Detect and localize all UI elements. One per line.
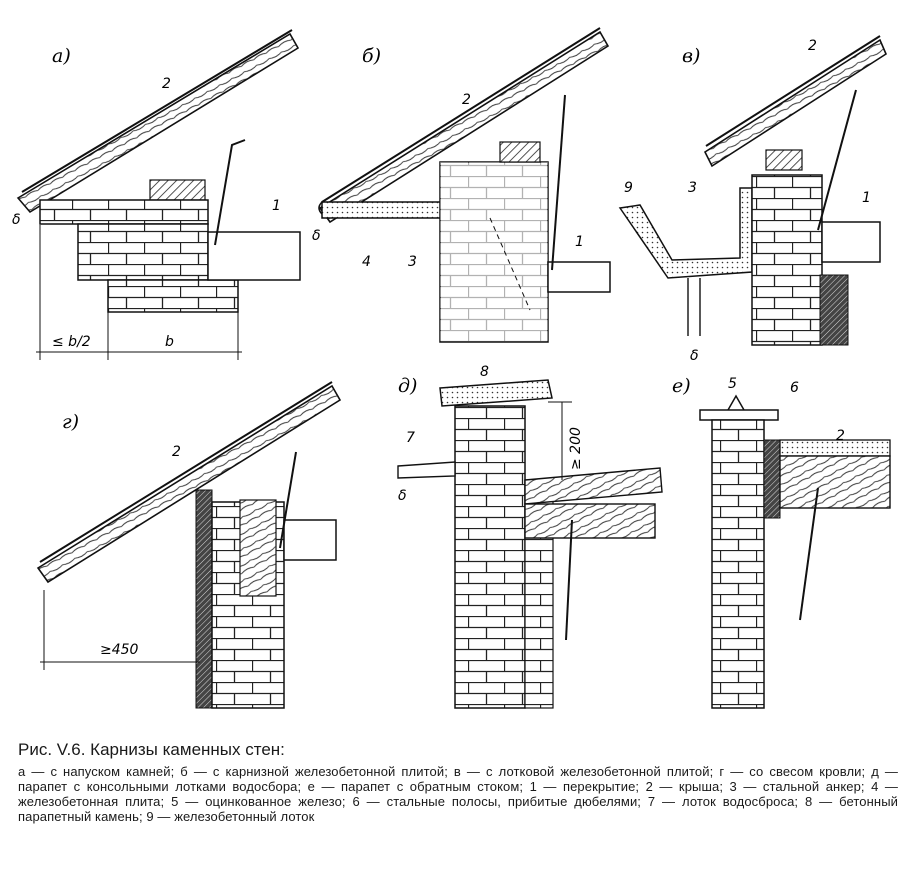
label-1-a: 1: [272, 198, 281, 214]
delta-b: δ: [312, 228, 321, 244]
panel-g-drawing: [36, 381, 342, 709]
label-2-a: 2: [162, 76, 171, 92]
dim-gte200: ≥ 200: [568, 427, 584, 470]
cornice-drawings: а) 2 1 δ ≤ b/2 b б) 2 1 4 3 δ в) 2: [12, 27, 891, 709]
panel-g-label: г): [62, 411, 79, 433]
label-3-b: 3: [408, 254, 417, 270]
label-4-b: 4: [362, 254, 371, 270]
dim-half-b: ≤ b/2: [52, 334, 91, 350]
caption-title: Рис. V.6. Карнизы каменных стен:: [18, 740, 285, 759]
panel-e-label: е): [672, 375, 691, 397]
delta-a: δ: [12, 212, 21, 228]
panel-a-label: а): [52, 45, 71, 67]
panel-e-drawing: [699, 394, 891, 709]
delta-d: δ: [398, 488, 407, 504]
label-8-d: 8: [480, 364, 489, 380]
label-9-v: 9: [624, 180, 633, 196]
label-6-e: 6: [790, 380, 799, 396]
caption-body: а — с напуском камней; б — с карнизной ж…: [18, 764, 898, 824]
panel-d-label: д): [398, 375, 417, 397]
dim-gte450: ≥450: [100, 642, 139, 658]
panel-b-label: б): [362, 45, 381, 67]
label-7-d: 7: [406, 430, 415, 446]
figure-caption: Рис. V.6. Карнизы каменных стен: а — с н…: [18, 740, 898, 824]
delta-v: δ: [690, 348, 699, 364]
panel-a-drawing: [16, 29, 301, 360]
label-2-g: 2: [172, 444, 181, 460]
label-5-e: 5: [728, 376, 737, 392]
label-3-v: 3: [688, 180, 697, 196]
panel-v-drawing: [618, 35, 888, 346]
label-2-v: 2: [808, 38, 817, 54]
label-1-v: 1: [862, 190, 871, 206]
label-2-e: 2: [836, 428, 845, 444]
panel-b-drawing: [318, 27, 611, 343]
label-2-b: 2: [462, 92, 471, 108]
panel-d-drawing: [397, 379, 663, 709]
label-1-b: 1: [575, 234, 584, 250]
dim-b: b: [165, 334, 174, 350]
panel-v-label: в): [682, 45, 700, 67]
